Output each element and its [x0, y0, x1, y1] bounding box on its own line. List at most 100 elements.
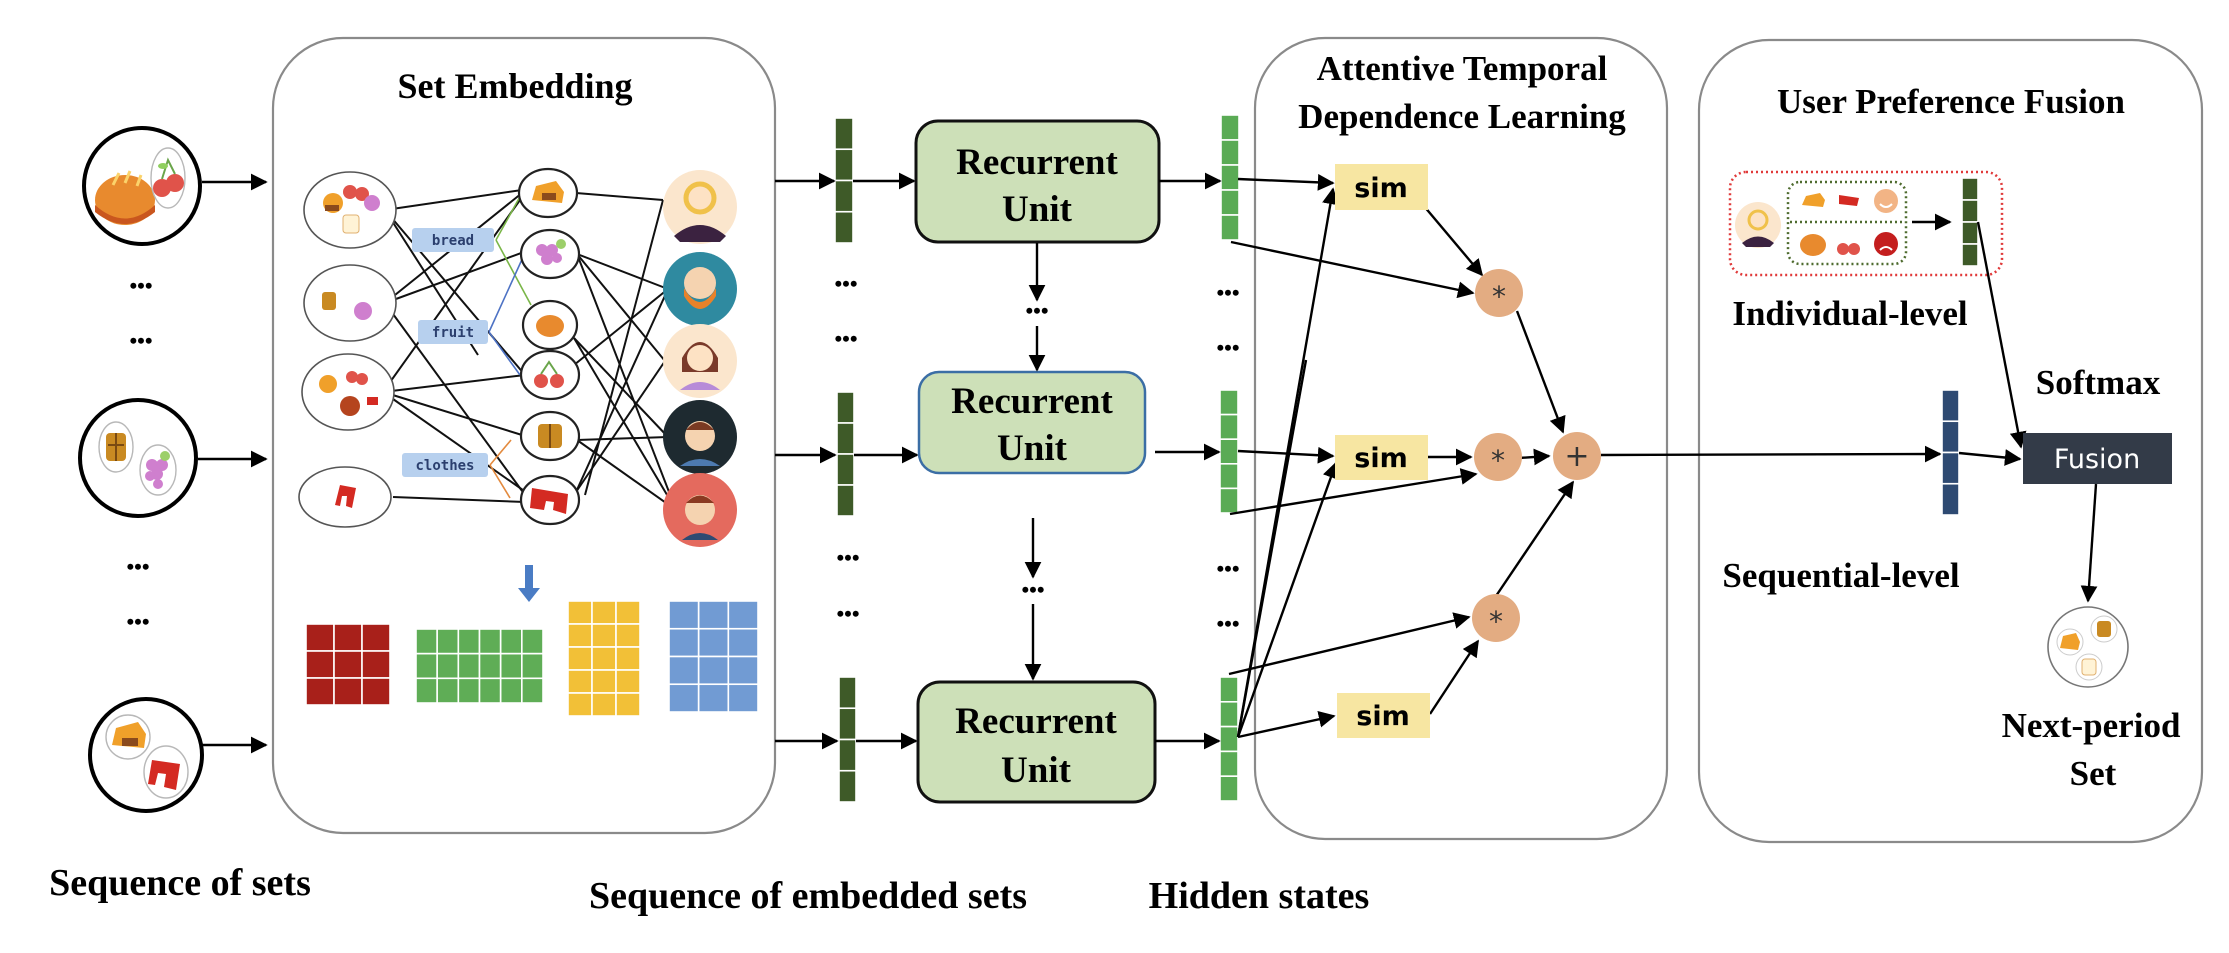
vector-cell	[1961, 243, 1979, 267]
hidden-ellipsis-1: •••	[1216, 280, 1239, 305]
category-tag-bread[interactable]: bread	[412, 228, 494, 252]
user-node-4	[663, 400, 737, 474]
grid-cell	[499, 628, 523, 655]
svg-text:Unit: Unit	[1002, 189, 1073, 230]
sad-face-icon	[1874, 232, 1898, 256]
grid-cell	[305, 623, 335, 652]
vector-cell	[838, 707, 857, 741]
multiply-node-2: *	[1474, 433, 1522, 481]
vector-cell	[1941, 389, 1960, 423]
embedding-down-arrow-icon	[518, 565, 540, 602]
grid-cell	[615, 646, 641, 671]
vector-cell	[1219, 389, 1239, 416]
svg-text:*: *	[1491, 444, 1505, 477]
attentive-temporal-title-line1: Attentive Temporal	[1317, 49, 1608, 88]
attentive-temporal-title-line2: Dependence Learning	[1298, 97, 1626, 136]
grid-cell	[305, 677, 335, 706]
hidden-state-vector-3	[1219, 676, 1239, 802]
next-period-label-line2: Set	[2070, 754, 2117, 793]
embedding-grid-2	[415, 628, 544, 704]
vector-cell	[1219, 438, 1239, 465]
grid-cell	[697, 655, 730, 686]
grid-cell	[567, 600, 593, 625]
grid-cell	[415, 677, 438, 704]
grid-cell	[697, 627, 730, 658]
recurrent-unit-1[interactable]: Recurrent Unit	[914, 119, 1161, 244]
vector-cell	[1219, 462, 1239, 490]
hidden-state-vector-2	[1219, 389, 1239, 514]
vector-cell	[834, 210, 854, 244]
grid-cell	[727, 627, 759, 658]
svg-text:sim: sim	[1354, 443, 1407, 474]
grid-cell	[333, 650, 363, 679]
individual-level-label: Individual-level	[1732, 294, 1968, 333]
grid-cell	[668, 655, 700, 686]
heterogeneous-graph: bread fruit clothes	[298, 167, 737, 547]
grid-cell	[591, 600, 617, 625]
grid-cell	[668, 600, 700, 630]
grid-cell	[697, 600, 730, 630]
embedded-set-vector-3	[838, 676, 857, 803]
hidden-states-label: Hidden states	[1149, 875, 1370, 917]
item-node-grapes	[519, 228, 581, 280]
user-node-1	[663, 170, 737, 244]
grid-cell	[615, 692, 641, 717]
recurrent-unit-2[interactable]: Recurrent Unit	[917, 370, 1147, 475]
grid-cell	[457, 677, 481, 704]
grid-cell	[567, 692, 593, 717]
vector-cell	[1961, 177, 1979, 201]
grid-cell	[591, 623, 617, 648]
vector-cell	[1219, 775, 1239, 802]
embedded-ellipsis-1: •••	[834, 271, 857, 296]
category-tag-fruit[interactable]: fruit	[418, 320, 488, 344]
vector-cell	[1941, 420, 1960, 454]
set-embedding-title: Set Embedding	[397, 66, 632, 106]
vector-cell	[836, 484, 855, 517]
grid-cell	[478, 677, 502, 704]
vector-cell	[1219, 725, 1239, 753]
item-node-jacket	[519, 410, 581, 462]
grid-cell	[668, 683, 700, 713]
vector-cell	[1941, 451, 1960, 485]
vector-cell	[1961, 199, 1979, 223]
fusion-button[interactable]: Fusion	[2023, 433, 2172, 484]
category-tag-clothes[interactable]: clothes	[402, 453, 488, 477]
graph-set-node-2	[303, 264, 397, 342]
input-ellipsis-2: •••	[129, 328, 152, 353]
liked-red-clothes-icon	[1839, 195, 1859, 206]
svg-text:clothes: clothes	[415, 458, 474, 474]
vector-cell	[1220, 164, 1240, 191]
fruit-tag-edge-2	[488, 331, 521, 376]
next-period-label-line1: Next-period	[2002, 706, 2181, 745]
sequence-of-embedded-sets-label: Sequence of embedded sets	[589, 875, 1027, 917]
svg-text:sim: sim	[1356, 701, 1409, 732]
item-node-red-clothes	[519, 474, 581, 526]
grid-cell	[499, 677, 523, 704]
fruit-tag-edge	[488, 254, 525, 333]
grid-cell	[436, 677, 460, 704]
sim-box-3: sim	[1337, 693, 1430, 738]
svg-text:Recurrent: Recurrent	[955, 701, 1117, 742]
vector-cell	[838, 738, 857, 772]
recurrent-unit-3[interactable]: Recurrent Unit	[916, 680, 1157, 804]
user-node-3	[663, 324, 737, 398]
sequence-of-sets-label: Sequence of sets	[49, 862, 311, 904]
svg-text:Unit: Unit	[997, 428, 1068, 469]
grid-cell	[727, 655, 759, 686]
sequential-level-vector	[1941, 389, 1960, 516]
rnn-ellipsis-2: •••	[1021, 577, 1044, 602]
grapes-icon	[145, 451, 170, 489]
svg-text:Fusion: Fusion	[2054, 444, 2140, 475]
svg-text:sim: sim	[1354, 173, 1407, 204]
svg-text:*: *	[1489, 605, 1503, 638]
vectors	[834, 114, 1240, 803]
grid-cell	[361, 677, 391, 706]
user-preference-fusion-title: User Preference Fusion	[1777, 82, 2125, 121]
disliked-cherries-icon	[1837, 243, 1860, 255]
vector-cell	[834, 117, 854, 151]
sequential-to-fusion-arrow	[1958, 449, 2022, 466]
item-node-bread-slice	[517, 167, 579, 219]
user-avatar	[1735, 202, 1781, 248]
vector-cell	[836, 391, 855, 424]
